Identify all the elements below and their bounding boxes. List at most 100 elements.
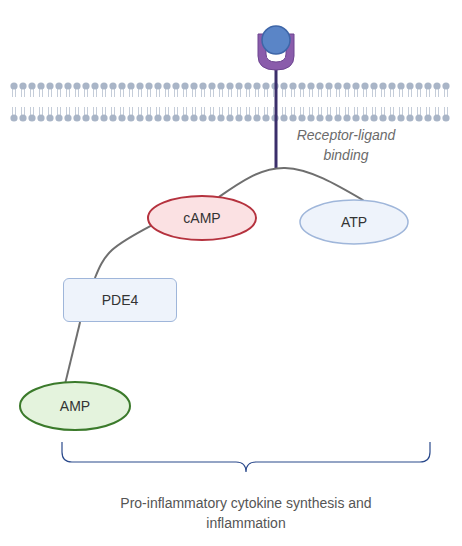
lipid-head — [298, 82, 305, 89]
lipid-head — [424, 82, 431, 89]
lipid-head — [217, 114, 224, 121]
lipid-head — [46, 114, 53, 121]
lipid-head — [388, 114, 395, 121]
lipid-head — [280, 82, 287, 89]
lipid-head — [370, 82, 377, 89]
lipid-head — [55, 114, 62, 121]
ellipse-shape — [148, 196, 256, 240]
lipid-head — [289, 82, 296, 89]
lipid-head — [64, 114, 71, 121]
lipid-head — [334, 114, 341, 121]
lipid-head — [388, 82, 395, 89]
lipid-head — [244, 114, 251, 121]
lipid-head — [280, 114, 287, 121]
lipid-head — [235, 114, 242, 121]
enzyme-box: PDE4 — [63, 278, 177, 322]
lipid-head — [325, 82, 332, 89]
lipid-head — [82, 82, 89, 89]
node-label: cAMP — [183, 210, 220, 226]
lipid-head — [370, 114, 377, 121]
lipid-head — [19, 82, 26, 89]
lipid-head — [316, 114, 323, 121]
lipid-head — [91, 114, 98, 121]
lipid-head — [343, 114, 350, 121]
lipid-head — [406, 114, 413, 121]
ellipse-shape — [20, 382, 130, 430]
lipid-head — [379, 82, 386, 89]
lipid-head — [82, 114, 89, 121]
lipid-head — [298, 114, 305, 121]
lipid-bilayer — [10, 82, 449, 121]
node-label: AMP — [60, 398, 90, 414]
curly-bracket — [62, 442, 430, 472]
lipid-head — [136, 114, 143, 121]
lipid-head — [55, 82, 62, 89]
lipid-head — [262, 114, 269, 121]
lipid-head — [181, 114, 188, 121]
lipid-head — [127, 114, 134, 121]
molecule-ellipse: ATP — [299, 199, 409, 245]
lipid-head — [307, 82, 314, 89]
annotation-text: Receptor-ligand binding — [288, 125, 404, 165]
lipid-head — [163, 114, 170, 121]
lipid-head — [406, 82, 413, 89]
lipid-head — [73, 82, 80, 89]
lipid-head — [208, 82, 215, 89]
ellipse-shape — [300, 200, 408, 244]
lipid-head — [415, 82, 422, 89]
lipid-head — [190, 82, 197, 89]
lipid-head — [46, 82, 53, 89]
lipid-head — [190, 114, 197, 121]
lipid-head — [154, 82, 161, 89]
connector-line — [95, 226, 151, 278]
lipid-head — [442, 114, 449, 121]
lipid-head — [325, 114, 332, 121]
lipid-head — [379, 114, 386, 121]
lipid-head — [226, 114, 233, 121]
lipid-head — [145, 114, 152, 121]
lipid-head — [127, 82, 134, 89]
lipid-head — [10, 114, 17, 121]
lipid-head — [100, 114, 107, 121]
lipid-head — [181, 82, 188, 89]
lipid-head — [226, 82, 233, 89]
lipid-head — [19, 114, 26, 121]
lipid-head — [442, 82, 449, 89]
lipid-head — [415, 114, 422, 121]
lipid-head — [262, 82, 269, 89]
lipid-head — [10, 82, 17, 89]
lipid-head — [361, 114, 368, 121]
lipid-head — [73, 114, 80, 121]
lipid-head — [316, 82, 323, 89]
lipid-head — [118, 114, 125, 121]
node-label: PDE4 — [102, 292, 139, 308]
lipid-head — [28, 82, 35, 89]
lipid-head — [424, 114, 431, 121]
lipid-head — [109, 114, 116, 121]
lipid-head — [433, 82, 440, 89]
lipid-head — [199, 114, 206, 121]
lipid-head — [208, 114, 215, 121]
ligand-symbol — [262, 26, 290, 54]
lipid-head — [136, 82, 143, 89]
lipid-head — [244, 82, 251, 89]
lipid-head — [235, 82, 242, 89]
lipid-head — [172, 114, 179, 121]
lipid-head — [199, 82, 206, 89]
lipid-head — [145, 82, 152, 89]
lipid-head — [100, 82, 107, 89]
lipid-head — [37, 82, 44, 89]
molecule-ellipse: cAMP — [147, 195, 257, 241]
lipid-head — [109, 82, 116, 89]
lipid-head — [163, 82, 170, 89]
lipid-head — [334, 82, 341, 89]
lipid-head — [397, 82, 404, 89]
lipid-head — [37, 114, 44, 121]
lipid-head — [343, 82, 350, 89]
receptor-stem — [275, 66, 278, 168]
node-label: ATP — [341, 214, 367, 230]
lipid-head — [28, 114, 35, 121]
